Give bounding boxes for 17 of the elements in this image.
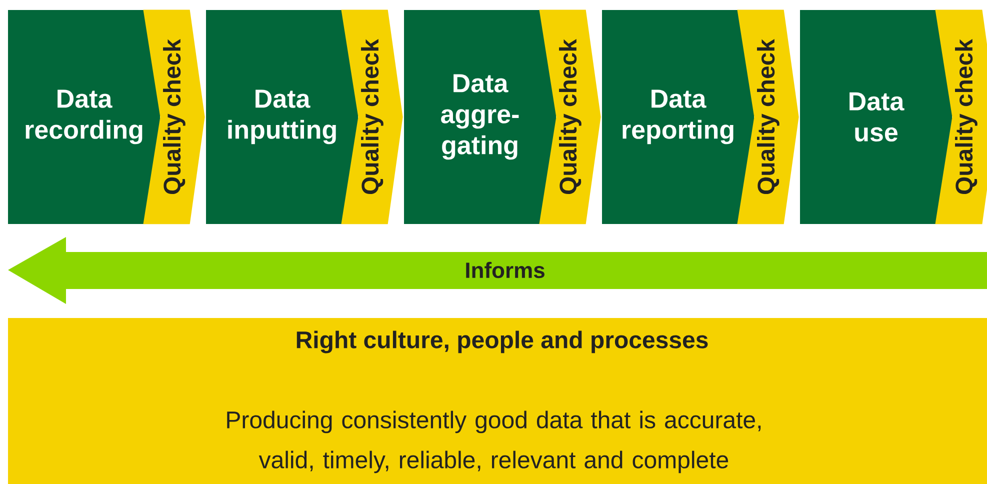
quality-check-chevron: [539, 10, 601, 224]
quality-check-chevron: [935, 10, 987, 224]
process-box: Data aggre-gating: [404, 10, 556, 224]
edge-label: Quality check: [163, 38, 186, 194]
edge-label: Quality check: [559, 38, 582, 194]
edge-label: Quality check: [361, 38, 384, 194]
process-box: Data use: [800, 10, 952, 224]
panel-text: Producing consistently good data that is accurate, valid, timely, reliable, relevant and complete: [227, 410, 761, 474]
process-box: Data reporting: [602, 10, 754, 224]
quality-check-chevron: [737, 10, 799, 224]
edge-label: Quality check: [955, 38, 978, 194]
panel-heading: Right culture, people and processes: [296, 330, 708, 354]
quality-check-chevron: [341, 10, 403, 224]
edge-label: Quality check: [757, 38, 780, 194]
process-box: Data inputting: [206, 10, 358, 224]
quality-check-chevron: [143, 10, 205, 224]
process-box: Data recording: [8, 10, 160, 224]
